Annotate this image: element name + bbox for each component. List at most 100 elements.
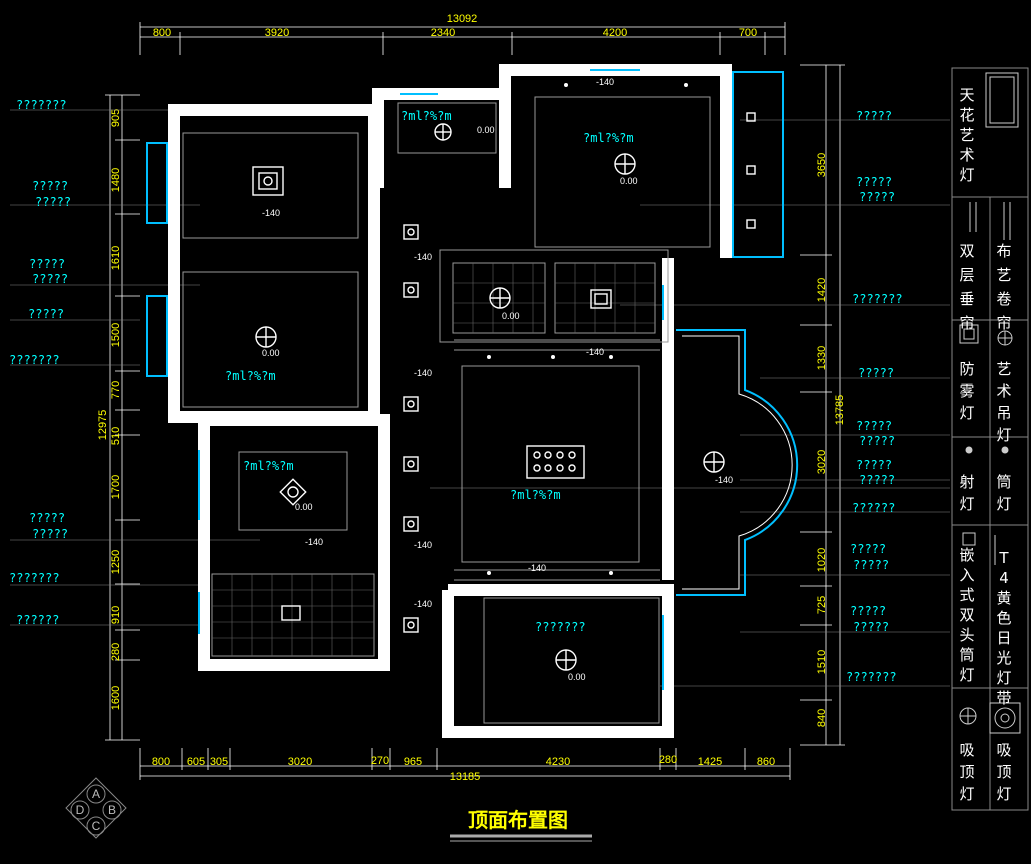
fog-proof-lamp-icon xyxy=(959,324,979,344)
bottom-dim-3: 305 xyxy=(210,756,228,768)
double-downlight-icon xyxy=(962,532,976,546)
downlight-icon xyxy=(746,112,756,229)
right-dim-5: 1020 xyxy=(816,548,828,572)
compass-rose xyxy=(65,777,127,839)
ceiling-lamp-icon xyxy=(555,649,577,671)
left-note-2: ????? xyxy=(32,179,68,193)
left-note-4: ????? xyxy=(29,257,65,271)
room-label-bottom-bedroom: ??????? xyxy=(535,620,586,634)
top-dim-2: 3920 xyxy=(265,27,289,39)
ceiling-lamp-icon xyxy=(959,707,977,725)
room-label-bedroom: ?ml?%?m xyxy=(225,369,276,383)
level-notes: -140 0.00 0.00 0.00 -140 0.00 0.00 -140 … xyxy=(262,77,733,682)
left-dim-1: 905 xyxy=(110,109,122,127)
right-note-14: ????? xyxy=(853,620,889,634)
right-note-10: ?????? xyxy=(852,501,895,515)
compass-letter-b: B xyxy=(108,803,116,817)
room-label-master: ?ml?%?m xyxy=(583,131,634,145)
room-label-wc: ?ml?%?m xyxy=(401,109,452,123)
right-dim-3: 1330 xyxy=(816,346,828,370)
right-note-12: ????? xyxy=(853,558,889,572)
level-note: -140 xyxy=(596,77,614,87)
right-dim-2: 1420 xyxy=(816,278,828,302)
right-note-1: ????? xyxy=(856,109,892,123)
level-note: -140 xyxy=(305,537,323,547)
right-dim-7: 1510 xyxy=(816,650,828,674)
bottom-dim-7: 4230 xyxy=(546,756,570,768)
spotlight-icon xyxy=(965,446,973,454)
legend-label-2: 布艺卷帘 xyxy=(996,242,1011,332)
bottom-total-dim: 13185 xyxy=(450,771,481,783)
window-left-1 xyxy=(146,142,168,224)
top-dim-4: 4200 xyxy=(603,27,627,39)
bottom-dimension-chain xyxy=(139,748,791,780)
level-note: 0.00 xyxy=(502,311,520,321)
level-note: 0.00 xyxy=(262,348,280,358)
legend-label-0: 天花艺术灯 xyxy=(959,86,974,184)
right-annotations: ????? ????? ????? ??????? ????? ????? ??… xyxy=(846,109,903,684)
level-note: -140 xyxy=(586,347,604,357)
double-downlight-icon xyxy=(403,516,419,532)
ceiling-art-lamp-icon xyxy=(985,72,1019,128)
level-note: 0.00 xyxy=(568,672,586,682)
bottom-dim-10: 860 xyxy=(757,756,775,768)
light-fixtures xyxy=(252,83,756,671)
left-dim-3: 1610 xyxy=(110,246,122,270)
ceiling-lamp-icon xyxy=(703,451,725,473)
left-note-10: ??????? xyxy=(9,571,60,585)
bottom-dim-6: 965 xyxy=(404,756,422,768)
left-dim-11: 1600 xyxy=(110,686,122,710)
top-dim-5: 700 xyxy=(739,27,757,39)
left-note-6: ????? xyxy=(28,307,64,321)
left-note-7: ??????? xyxy=(9,353,60,367)
walls xyxy=(168,64,732,738)
level-note: -140 xyxy=(414,252,432,262)
top-dim-1: 800 xyxy=(153,27,171,39)
left-note-9: ????? xyxy=(32,527,68,541)
level-note: 0.00 xyxy=(295,502,313,512)
fog-proof-lamp-icon xyxy=(281,605,301,621)
double-downlight-icon xyxy=(403,396,419,412)
legend-label-3: 防雾灯 xyxy=(959,360,974,422)
top-dim-3: 2340 xyxy=(431,27,455,39)
legend-label-5: 射灯 xyxy=(959,473,974,513)
ceiling-lamp-icon xyxy=(489,287,511,309)
double-downlight-icon xyxy=(403,617,419,633)
ceiling-lamp-icon xyxy=(614,153,636,175)
left-dim-2: 1480 xyxy=(110,168,122,192)
legend-label-7: 嵌入式双头筒灯 xyxy=(959,546,974,684)
right-dim-1: 3650 xyxy=(816,153,828,177)
right-note-2: ????? xyxy=(856,175,892,189)
left-dimension-chain xyxy=(105,94,140,741)
left-dim-8: 1250 xyxy=(110,550,122,574)
bottom-dim-1: 800 xyxy=(152,756,170,768)
wall-bottom-bedroom xyxy=(442,584,674,738)
bottom-dim-5: 270 xyxy=(371,755,389,767)
balcony-top-right xyxy=(732,71,784,258)
left-total-dim: 12975 xyxy=(97,410,109,441)
top-total-dim: 13092 xyxy=(447,13,478,25)
compass-letter-a: A xyxy=(92,787,100,801)
legend-icons xyxy=(959,72,1021,734)
legend-label-10: 吸顶灯 xyxy=(996,741,1011,803)
level-note: -140 xyxy=(414,540,432,550)
double-downlight-icon xyxy=(403,282,419,298)
left-dim-10: 280 xyxy=(110,643,122,661)
double-downlight-icon xyxy=(403,224,419,240)
right-note-15: ??????? xyxy=(846,670,897,684)
leader-lines xyxy=(10,109,950,687)
legend-label-1: 双层垂帘 xyxy=(959,242,974,332)
art-chandelier-icon xyxy=(526,445,585,479)
right-dim-6: 725 xyxy=(816,596,828,614)
left-note-8: ????? xyxy=(29,511,65,525)
right-total-dim: 13785 xyxy=(834,395,846,426)
left-dim-5: 770 xyxy=(110,381,122,399)
fabric-roller-blind-icon xyxy=(1003,202,1011,240)
room-label-living: ?ml?%?m xyxy=(510,488,561,502)
compass-letter-d: D xyxy=(76,803,85,817)
fog-proof-lamp-icon xyxy=(590,289,612,309)
right-dim-4: 3020 xyxy=(816,450,828,474)
double-downlight-icon xyxy=(403,456,419,472)
left-dim-9: 910 xyxy=(110,606,122,624)
compass-letter-c: C xyxy=(92,819,101,833)
